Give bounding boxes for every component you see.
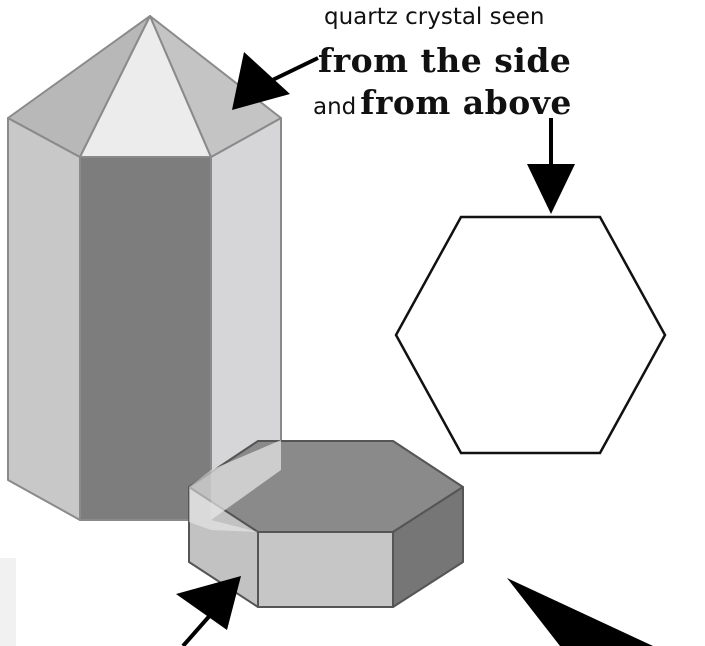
arrow-corner-icon: [507, 578, 653, 646]
arrow-to-top-view-icon: [527, 118, 575, 214]
caption-line-3-bold: from above: [360, 83, 572, 122]
background-panel: [0, 558, 16, 646]
caption-line-1: quartz crystal seen: [324, 6, 545, 29]
hexagon-top-view: [396, 217, 665, 453]
crystal-left-face: [8, 118, 80, 520]
crystal-front-face: [80, 157, 211, 520]
slab-front-face: [258, 532, 393, 607]
arrow-to-slab-icon: [176, 576, 241, 646]
caption-line-3: and from above: [313, 86, 572, 119]
caption-line-2: from the side: [318, 44, 571, 77]
arrow-to-side-view-icon: [232, 52, 318, 110]
caption-line-3-prefix: and: [313, 94, 356, 120]
